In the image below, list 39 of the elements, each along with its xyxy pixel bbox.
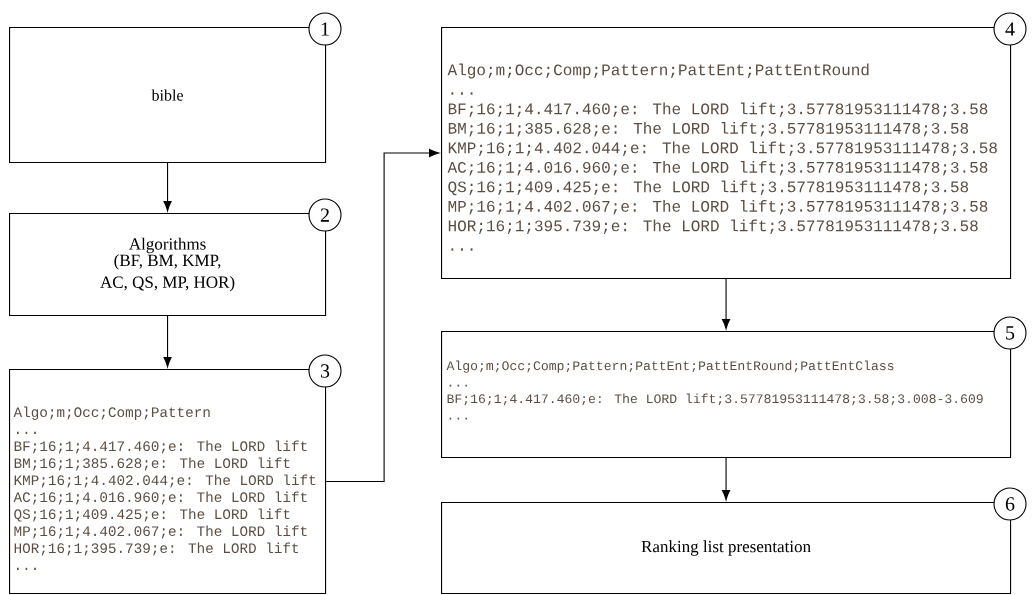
arrow (721, 278, 731, 330)
code-line: MP;16;1;4.402.067;e: The LORD lift;3.57781953111478;3.58 (448, 200, 988, 215)
code-line: BF;16;1;4.417.460;e: The LORD lift (14, 440, 307, 454)
step-number: 1 (308, 12, 342, 46)
box-label: Algorithms (129, 237, 206, 254)
code-line: HOR;16;1;395.739;e: The LORD lift (14, 542, 299, 556)
arrow (721, 457, 731, 501)
code-line: QS;16;1;409.425;e: The LORD lift;3.57781953111478;3.58 (448, 180, 969, 196)
step-number: 6 (993, 487, 1027, 521)
code-line: KMP;16;1;4.402.044;e: The LORD lift (14, 474, 316, 488)
arrow (163, 162, 172, 212)
code-line: AC;16;1;4.016.960;e: The LORD lift (13, 491, 307, 505)
code-line: ... (17, 567, 36, 570)
code-line: Algo;m;Occ;Comp;Pattern;PattEnt;PattEntRound (447, 63, 869, 79)
box-label: bible (151, 89, 183, 101)
code-line: BF;16;1;4.417.460;e: The LORD lift;3.57781953111478;3.58 (448, 102, 988, 117)
code-line: KMP;16;1;4.402.044;e: The LORD lift;3.57781953111478;3.58 (448, 141, 997, 156)
code-line: ... (17, 431, 36, 434)
step-number: 5 (993, 316, 1027, 350)
code-line: HOR;16;1;395.739;e: The LORD lift;3.57781953111478;3.58 (448, 219, 978, 234)
code-line: ... (449, 417, 467, 420)
code-line: Algo;m;Occ;Comp;Pattern (13, 406, 210, 420)
arrow (325, 148, 440, 483)
code-line: Algo;m;Occ;Comp;Pattern;PattEnt;PattEntRound;PattEntClass (446, 360, 894, 373)
code-line: MP;16;1;4.402.067;e: The LORD lift (14, 525, 307, 539)
code-line: ... (449, 384, 467, 387)
code-line: ... (451, 248, 473, 251)
code-line: QS;16;1;409.425;e: The LORD lift (14, 508, 290, 522)
box-label: Ranking list presentation (641, 540, 811, 556)
step-number: 2 (308, 198, 342, 232)
arrow (163, 315, 172, 368)
code-line: BM;16;1;385.628;e: The LORD lift (14, 457, 290, 471)
code-line: ... (451, 92, 473, 95)
box-label: (BF, BM, KMP, AC, QS, MP, HOR) (100, 254, 235, 292)
code-line: BF;16;1;4.417.460;e: The LORD lift;3.57781953111478;3.58;3.008-3.609 (447, 393, 983, 406)
code-line: AC;16;1;4.016.960;e: The LORD lift;3.57781953111478;3.58 (447, 161, 988, 176)
code-line: BM;16;1;385.628;e: The LORD lift;3.57781953111478;3.58 (448, 122, 969, 137)
step-number: 4 (993, 12, 1027, 46)
step-number: 3 (308, 354, 342, 388)
